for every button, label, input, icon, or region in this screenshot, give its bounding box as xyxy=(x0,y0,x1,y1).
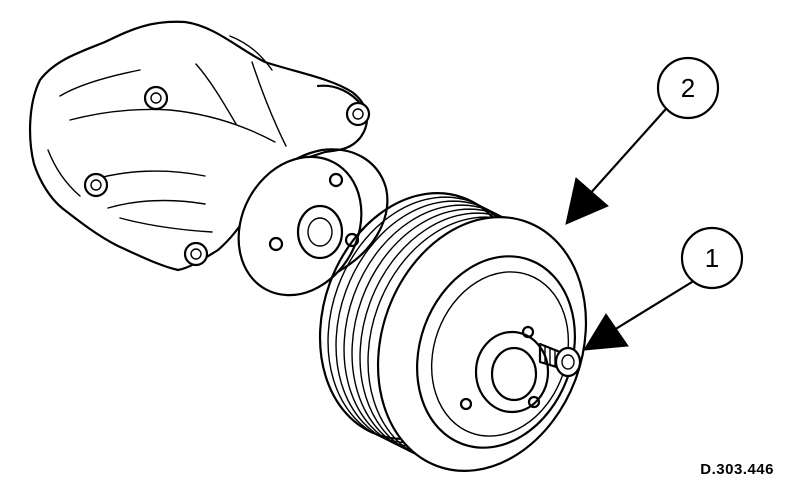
callout-2: 2 xyxy=(565,56,720,225)
housing-bolt-left xyxy=(83,172,109,198)
bolt xyxy=(538,342,582,378)
hub-flange xyxy=(237,148,389,297)
housing-bolt-right xyxy=(345,101,371,127)
callout-2-arrow xyxy=(565,177,609,225)
callout-1: 1 xyxy=(583,226,744,351)
housing-bolt-top-left xyxy=(143,85,169,111)
pulley xyxy=(318,192,588,472)
callout-1-arrow xyxy=(583,313,629,351)
callout-1-label: 1 xyxy=(705,243,719,273)
callout-2-label: 2 xyxy=(681,73,695,103)
reference-code: D.303.446 xyxy=(700,461,774,478)
housing-bolt-bottom xyxy=(183,241,209,267)
